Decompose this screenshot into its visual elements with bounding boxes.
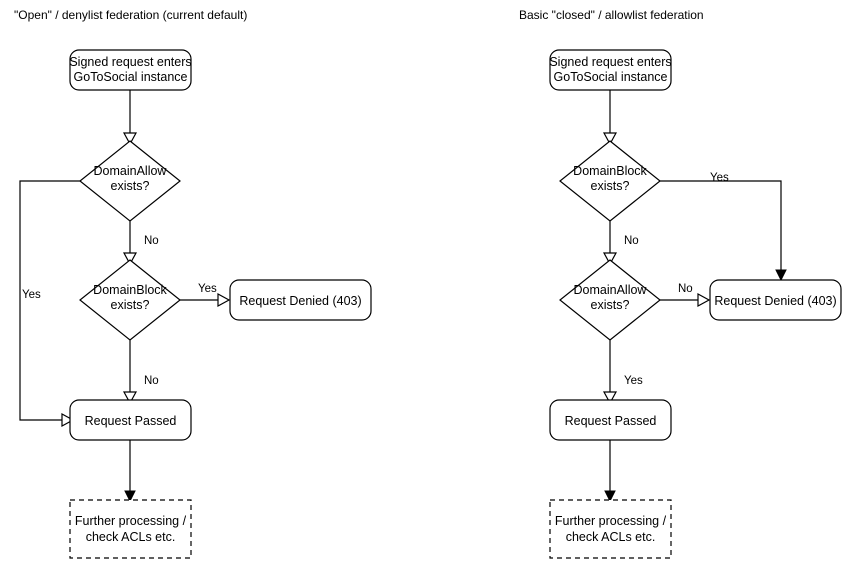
node-l-request-denied-label: Request Denied (403): [239, 294, 361, 308]
node-r-domainallow-line2: exists?: [591, 298, 630, 312]
edge-label-r-allow-no: No: [678, 283, 693, 295]
node-r-further-processing[interactable]: Further processing / check ACLs etc.: [549, 499, 672, 559]
node-r-request-passed[interactable]: Request Passed: [549, 399, 672, 441]
edge-label-l-block-yes: Yes: [198, 283, 217, 295]
node-l-request-denied[interactable]: Request Denied (403): [229, 279, 372, 321]
node-l-domainblock-line1: DomainBlock: [93, 283, 167, 297]
node-r-domainallow-line1: DomainAllow: [574, 283, 648, 297]
edge-label-l-block-no: No: [144, 375, 159, 387]
edge-l-block-yes-to-l-denied: Yes: [180, 283, 231, 308]
node-r-domainblock-line2: exists?: [591, 179, 630, 193]
node-l-domainallow-line1: DomainAllow: [94, 164, 168, 178]
edge-r-allow-no-to-r-denied: No: [660, 283, 711, 308]
node-r-domainblock-decision[interactable]: DomainBlock exists?: [559, 140, 661, 222]
node-l-further-processing-line1: Further processing /: [75, 514, 187, 528]
edge-l-passed-to-l-further: [124, 440, 136, 503]
node-l-entry-line2: GoToSocial instance: [74, 70, 188, 84]
edge-label-l-allow-no: No: [144, 235, 159, 247]
node-r-entry[interactable]: Signed request enters GoToSocial instanc…: [549, 49, 672, 91]
edge-r-block-yes-to-r-denied: Yes: [660, 172, 787, 282]
node-r-further-processing-line1: Further processing /: [555, 514, 667, 528]
edge-r-entry-to-r-block: [602, 90, 618, 146]
node-l-request-passed[interactable]: Request Passed: [69, 399, 192, 441]
node-r-entry-line2: GoToSocial instance: [554, 70, 668, 84]
edge-l-allow-yes-to-l-passed: Yes: [19, 180, 80, 428]
column-title-allowlist: Basic "closed" / allowlist federation: [519, 8, 704, 22]
node-l-further-processing-line2: check ACLs etc.: [86, 530, 176, 544]
node-r-entry-line1: Signed request enters: [549, 55, 671, 69]
edge-l-block-no-to-l-passed: No: [122, 340, 159, 405]
edge-r-block-no-to-r-allow: No: [602, 221, 639, 266]
edge-label-r-allow-yes: Yes: [624, 375, 643, 387]
edge-label-l-allow-yes: Yes: [22, 289, 41, 301]
edge-l-allow-no-to-l-block: No: [122, 221, 159, 266]
node-r-request-denied-label: Request Denied (403): [714, 294, 836, 308]
node-l-request-passed-label: Request Passed: [85, 414, 177, 428]
node-l-entry-line1: Signed request enters: [69, 55, 191, 69]
edge-l-entry-to-l-allow: [122, 90, 138, 146]
node-l-domainallow-line2: exists?: [111, 179, 150, 193]
node-r-domainallow-decision[interactable]: DomainAllow exists?: [559, 259, 661, 341]
node-l-domainblock-line2: exists?: [111, 298, 150, 312]
node-r-request-denied[interactable]: Request Denied (403): [709, 279, 842, 321]
node-r-request-passed-label: Request Passed: [565, 414, 657, 428]
edge-label-r-block-no: No: [624, 235, 639, 247]
node-l-domainallow-decision[interactable]: DomainAllow exists?: [79, 140, 181, 222]
node-r-domainblock-line1: DomainBlock: [573, 164, 647, 178]
node-l-further-processing[interactable]: Further processing / check ACLs etc.: [69, 499, 192, 559]
edge-r-allow-yes-to-r-passed: Yes: [602, 340, 643, 405]
edge-label-r-block-yes: Yes: [710, 172, 729, 184]
node-l-entry[interactable]: Signed request enters GoToSocial instanc…: [69, 49, 192, 91]
node-l-domainblock-decision[interactable]: DomainBlock exists?: [79, 259, 181, 341]
edge-r-passed-to-r-further: [604, 440, 616, 503]
node-r-further-processing-line2: check ACLs etc.: [566, 530, 656, 544]
column-title-denylist: "Open" / denylist federation (current de…: [14, 8, 247, 22]
